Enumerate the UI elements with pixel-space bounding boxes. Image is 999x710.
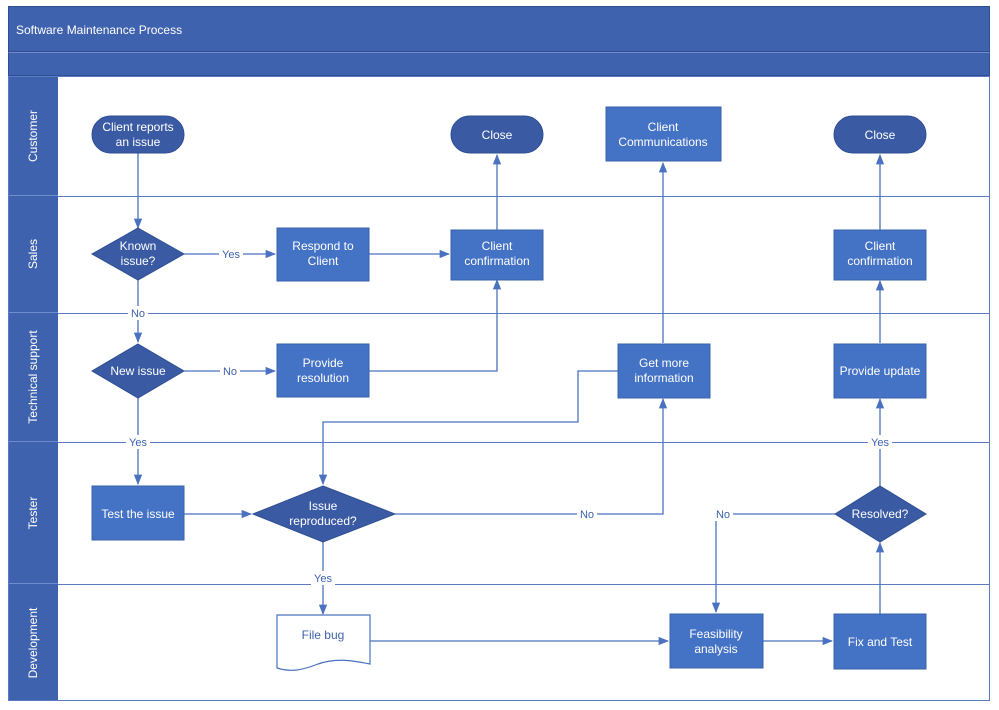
node-resolved-decision: Resolved? [834,485,927,543]
diagram-title: Software Maintenance Process [16,23,183,37]
svg-text:New issue: New issue [110,364,166,378]
svg-text:resolution: resolution [297,371,349,385]
lane-header-technical-support: Technical support [8,313,58,442]
node-known-issue-decision: Known issue? [90,227,186,281]
lane-header-sales: Sales [8,196,58,313]
svg-text:No: No [223,366,237,378]
lane-header-customer: Customer [8,76,58,196]
svg-text:an issue: an issue [116,135,161,149]
svg-text:Client: Client [648,120,679,134]
svg-text:Get more: Get more [639,356,689,370]
svg-text:Provide: Provide [303,356,344,370]
connector [318,370,618,486]
svg-text:Test the issue: Test the issue [101,507,175,521]
svg-text:Close: Close [865,128,896,142]
edge-label-known-no: No [128,306,148,320]
svg-text:Client reports: Client reports [102,120,173,134]
svg-text:No: No [580,509,594,521]
svg-text:Client: Client [482,239,513,253]
node-close-2: Close [833,115,927,154]
edge-label-resolved-no: No [713,507,733,521]
lane-header-tester: Tester [8,442,58,584]
svg-text:Provide update: Provide update [840,364,921,378]
svg-text:Yes: Yes [314,573,332,585]
lane-divider [58,196,990,197]
svg-text:Client: Client [308,254,339,268]
lane-divider [58,442,990,443]
node-test-the-issue: Test the issue [91,485,185,541]
lane-divider [58,313,990,314]
node-feasibility-analysis: Feasibility analysis [669,613,764,669]
header-strip [8,52,990,76]
svg-text:Communications: Communications [618,135,707,149]
node-issue-reproduced-decision: Issue reproduced? [251,485,397,543]
svg-text:reproduced?: reproduced? [289,514,357,528]
node-client-communications: Client Communications [605,106,722,162]
lane-header-development: Development [8,584,58,701]
svg-text:Yes: Yes [129,437,147,449]
node-provide-resolution: Provide resolution [276,343,370,398]
edge-label-reproduced-no: No [577,507,597,521]
svg-text:information: information [634,371,693,385]
svg-text:Fix and Test: Fix and Test [848,635,913,649]
edge-label-new-no: No [220,364,240,378]
node-new-issue-decision: New issue [91,343,185,399]
connector [395,397,668,515]
node-client-confirmation-2: Client confirmation [833,229,927,281]
svg-text:Yes: Yes [222,249,240,261]
svg-text:Respond to: Respond to [292,239,354,253]
edge-label-resolved-yes: Yes [868,435,892,449]
svg-text:Resolved?: Resolved? [852,507,909,521]
svg-text:Yes: Yes [871,437,889,449]
svg-text:File bug: File bug [302,628,345,642]
connector [369,278,502,372]
svg-text:confirmation: confirmation [464,254,529,268]
svg-text:analysis: analysis [694,642,737,656]
node-fix-and-test: Fix and Test [833,613,927,670]
node-client-confirmation-1: Client confirmation [450,229,544,281]
node-file-bug-document: File bug [276,614,371,671]
node-client-reports-issue: Client reports an issue [91,115,185,154]
node-close-1: Close [450,115,544,154]
svg-text:No: No [716,509,730,521]
svg-text:Client: Client [865,239,896,253]
svg-text:Close: Close [482,128,513,142]
svg-text:issue?: issue? [121,254,156,268]
node-respond-to-client: Respond to Client [276,227,370,282]
diagram-title-bar: Software Maintenance Process [8,6,990,52]
svg-text:Known: Known [120,239,157,253]
connector [711,513,835,614]
svg-text:No: No [131,308,145,320]
edge-label-reproduced-yes: Yes [311,571,335,585]
svg-text:Feasibility: Feasibility [689,627,742,641]
node-get-more-information: Get more information [617,343,711,399]
edge-label-new-yes: Yes [126,435,150,449]
svg-text:confirmation: confirmation [847,254,912,268]
node-provide-update: Provide update [833,343,927,399]
edge-label-known-yes: Yes [219,247,243,261]
lane-divider [58,584,990,585]
svg-text:Issue: Issue [309,499,338,513]
